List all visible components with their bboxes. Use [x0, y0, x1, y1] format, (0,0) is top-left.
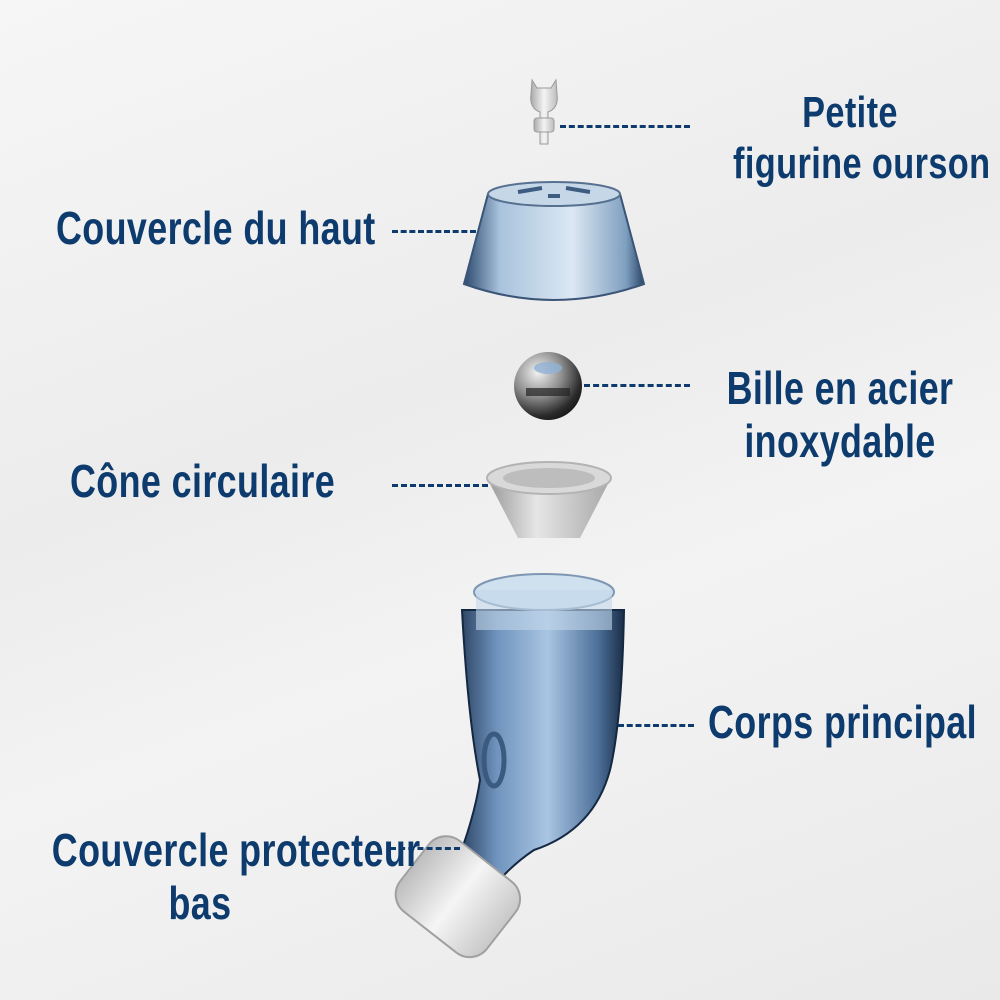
main-body-leader-line: [618, 724, 694, 727]
main-body-image: [394, 573, 626, 959]
cone-leader-line: [392, 484, 488, 487]
label-steel-ball: Bille en acier inoxydable: [723, 362, 957, 468]
label-bottom-cover-line2: bas: [168, 876, 232, 929]
bear-figurine-image: [530, 78, 558, 145]
label-bottom-cover: Couvercle protecteur bas: [51, 824, 421, 930]
label-main-body: Corps principal: [708, 696, 978, 748]
label-cone: Cône circulaire: [70, 455, 336, 507]
label-bottom-cover-line1: Couvercle protecteur: [51, 824, 421, 876]
label-bear-line1: Petite: [802, 88, 898, 137]
label-bear: Petite figurine ourson: [733, 88, 991, 189]
bear-leader-line: [560, 125, 690, 128]
steel-ball-image: [514, 352, 582, 420]
label-top-cover: Couvercle du haut: [56, 202, 376, 254]
cone-image: [486, 461, 612, 538]
label-steel-ball-line1: Bille en acier: [726, 362, 954, 414]
top-cover-image: [462, 181, 646, 301]
steel-ball-leader-line: [584, 384, 690, 387]
top-cover-leader-line: [392, 230, 476, 233]
label-steel-ball-line2: inoxydable: [744, 414, 936, 467]
label-bear-line2: figurine ourson: [733, 138, 991, 188]
bottom-cover-leader-line: [390, 847, 460, 850]
